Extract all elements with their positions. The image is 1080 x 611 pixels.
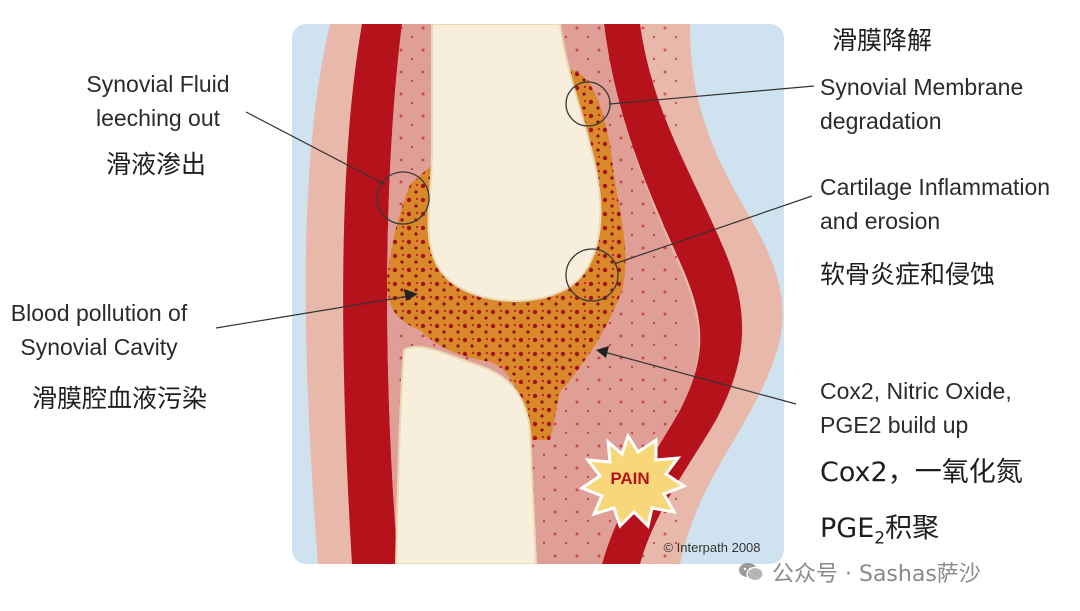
cartilage-label-en-line2: and erosion (820, 208, 941, 234)
pge-subscript: 2 (874, 528, 886, 549)
fluid-pointer (245, 111, 385, 185)
blood-pointer (215, 295, 411, 329)
cartilage-pointer (613, 195, 813, 265)
wechat-icon (739, 563, 764, 582)
fluid-label-en-line1: Synovial Fluid (86, 71, 230, 97)
watermark: 公众号 · Sashas萨沙 (738, 556, 981, 588)
lower-bone (394, 345, 538, 564)
cartilage-label-en: Cartilage Inflammation and erosion (820, 170, 1050, 238)
fluid-circle (376, 171, 430, 225)
cox-label-en: Cox2, Nitric Oxide, PGE2 build up (820, 374, 1012, 442)
membrane-pointer (609, 85, 815, 105)
blood-label-en: Blood pollution of Synovial Cavity (0, 296, 198, 364)
membrane-label-en-line1: Synovial Membrane (820, 74, 1024, 100)
left-muscle (343, 24, 402, 564)
upper-bone (427, 24, 602, 302)
fluid-label-en-line2: leeching out (95, 105, 221, 131)
pain-burst (578, 432, 688, 529)
membrane-label-en-line2: degradation (820, 108, 942, 134)
blood-label-en-line1: Blood pollution of (10, 300, 188, 326)
pge-prefix: PGE (820, 513, 875, 544)
pge-suffix: 积聚 (885, 513, 940, 544)
blood-label-en-line2: Synovial Cavity (20, 334, 178, 360)
cartilage-label-en-line1: Cartilage Inflammation (820, 174, 1051, 200)
right-muscle (602, 24, 743, 564)
cox-label-en-line1: Cox2, Nitric Oxide, (820, 378, 1012, 404)
fluid-label-en: Synovial Fluid leeching out (60, 67, 256, 135)
membrane-label-zh: 滑膜降解 (832, 26, 933, 55)
pain-label: PAIN (610, 469, 649, 488)
cox-pointer (603, 351, 797, 405)
cox-label-en-line2: PGE2 build up (820, 412, 969, 438)
watermark-text: 公众号 · Sashas萨沙 (772, 562, 981, 587)
blood-label-zh: 滑膜腔血液污染 (32, 384, 208, 413)
fluid-label-zh: 滑液渗出 (106, 150, 207, 179)
cox-label-zh: Cox2，一氧化氮 (820, 457, 1023, 488)
cartilage-circle (565, 248, 619, 302)
copyright: © Interpath 2008 (663, 540, 760, 555)
pge-label-zh: PGE2积聚 (820, 512, 939, 555)
cartilage-label-zh: 软骨炎症和侵蚀 (820, 260, 996, 289)
membrane-label-en: Synovial Membrane degradation (820, 70, 1023, 138)
